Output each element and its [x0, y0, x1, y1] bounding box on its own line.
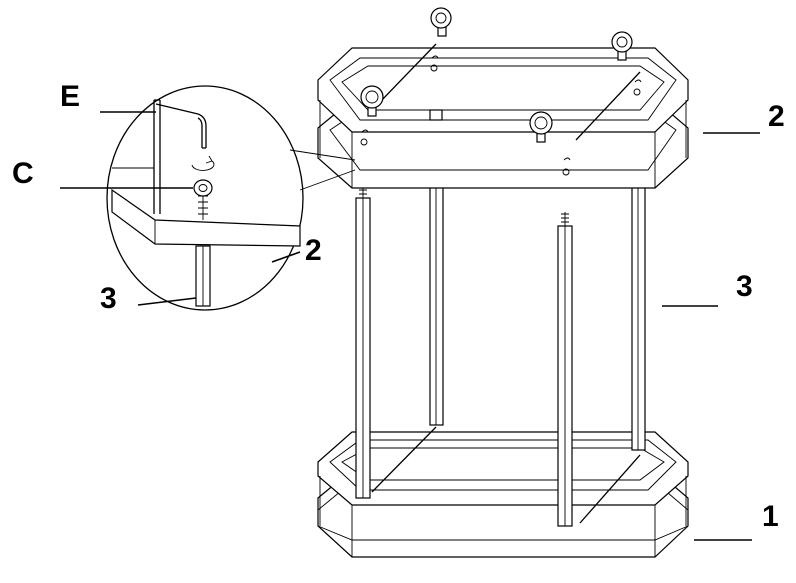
- caster-icon: [611, 31, 633, 61]
- top-frame: [317, 43, 689, 189]
- caster-wheels: [360, 7, 633, 143]
- legs: [355, 124, 646, 527]
- caster-icon: [529, 111, 553, 143]
- label-detail-part-3: 3: [100, 282, 117, 315]
- label-tool-e: E: [60, 80, 80, 113]
- caster-icon: [360, 85, 384, 117]
- label-detail-part-2: 2: [305, 234, 322, 267]
- detail-callout: [106, 85, 356, 311]
- label-top-frame-2: 2: [768, 100, 785, 133]
- label-part-c: C: [12, 157, 34, 190]
- label-bottom-frame-1: 1: [762, 500, 779, 533]
- caster-icon: [430, 7, 452, 37]
- label-leg-3: 3: [736, 270, 753, 303]
- bottom-frame: [317, 426, 689, 558]
